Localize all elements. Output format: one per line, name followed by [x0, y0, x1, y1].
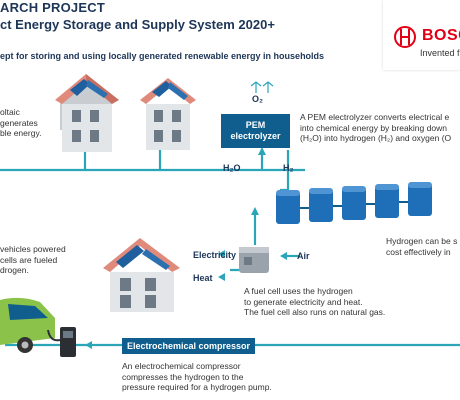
house-3-icon	[103, 238, 180, 312]
photovoltaic-line: ble energy.	[0, 128, 42, 138]
fuel-cell-description-line: The fuel cell also runs on natural gas.	[244, 307, 386, 317]
fuel-cell-description-line: to generate electricity and heat.	[244, 296, 363, 307]
house-1-icon	[55, 74, 119, 152]
fuel-cell-icon	[239, 247, 269, 273]
pem-description: A PEM electrolyzer converts electrical e…	[300, 112, 451, 144]
hydrogen-pump-icon	[47, 327, 76, 357]
project-title: ARCH PROJECT	[0, 0, 105, 15]
h2-label: H₂	[283, 163, 294, 173]
vehicles-line: cells are fueled	[0, 254, 58, 265]
brand-name: BOSC	[422, 27, 460, 44]
arrow-electricity-icon	[218, 250, 225, 258]
photovoltaic-line: oltaic	[0, 107, 20, 117]
fuel-cell-description-line: A fuel cell uses the hydrogen	[244, 286, 353, 296]
o2-label: O₂	[252, 94, 263, 104]
project-tagline: ept for storing and using locally genera…	[0, 51, 325, 61]
o2-release-icon	[250, 81, 274, 93]
compressor-description-line: compresses the hydrogen to the	[122, 371, 244, 382]
fuel-cell-car-icon	[0, 297, 55, 353]
air-label: Air	[297, 251, 310, 261]
arrows	[85, 147, 287, 349]
pem-description-line: (H₂O) into hydrogen (H₂) and oxygen (O	[300, 133, 452, 143]
photovoltaic-line: generates	[0, 117, 38, 128]
pem-label: PEM	[245, 120, 266, 130]
arrow-fc-up-icon	[251, 207, 259, 215]
storage-line: cost effectively in	[386, 246, 451, 257]
h2o-label: H₂O	[223, 163, 241, 173]
pem-description-line: into chemical energy by breaking down	[300, 122, 447, 133]
hydrogen-storage-icon	[276, 182, 432, 224]
heat-label: Heat	[193, 273, 213, 283]
pem-description-line: A PEM electrolyzer converts electrical e	[300, 112, 450, 122]
vehicles-text: vehicles powered cells are fueled drogen…	[0, 244, 66, 276]
vehicles-line: vehicles powered	[0, 244, 66, 254]
brand-tagline: Invented f	[420, 48, 460, 58]
photovoltaic-text: oltaic generates ble energy.	[0, 107, 41, 139]
arrow-heat-icon	[218, 273, 225, 281]
fuel-cell-description: A fuel cell uses the hydrogen to generat…	[244, 286, 385, 318]
project-subtitle: ct Energy Storage and Supply System 2020…	[0, 17, 275, 32]
electrochemical-compressor-box: Electrochemical compressor	[122, 338, 255, 354]
pem-label-sub: electrolyzer	[230, 131, 281, 141]
storage-line: Hydrogen can be s	[386, 236, 458, 246]
arrow-compressor-icon	[85, 341, 92, 349]
arrow-pem-up-icon	[258, 147, 266, 155]
storage-text: Hydrogen can be s cost effectively in	[386, 236, 457, 257]
house-2-icon	[140, 78, 196, 150]
compressor-description: An electrochemical compressor compresses…	[122, 361, 272, 393]
pem-electrolyzer-box: PEM electrolyzer	[221, 114, 290, 148]
electricity-label: Electricity	[193, 250, 237, 260]
compressor-description-line: An electrochemical compressor	[122, 361, 241, 371]
compressor-description-line: pressure required for a hydrogen pump.	[122, 382, 272, 392]
arrow-air-icon	[280, 252, 287, 260]
vehicles-line: drogen.	[0, 265, 29, 275]
